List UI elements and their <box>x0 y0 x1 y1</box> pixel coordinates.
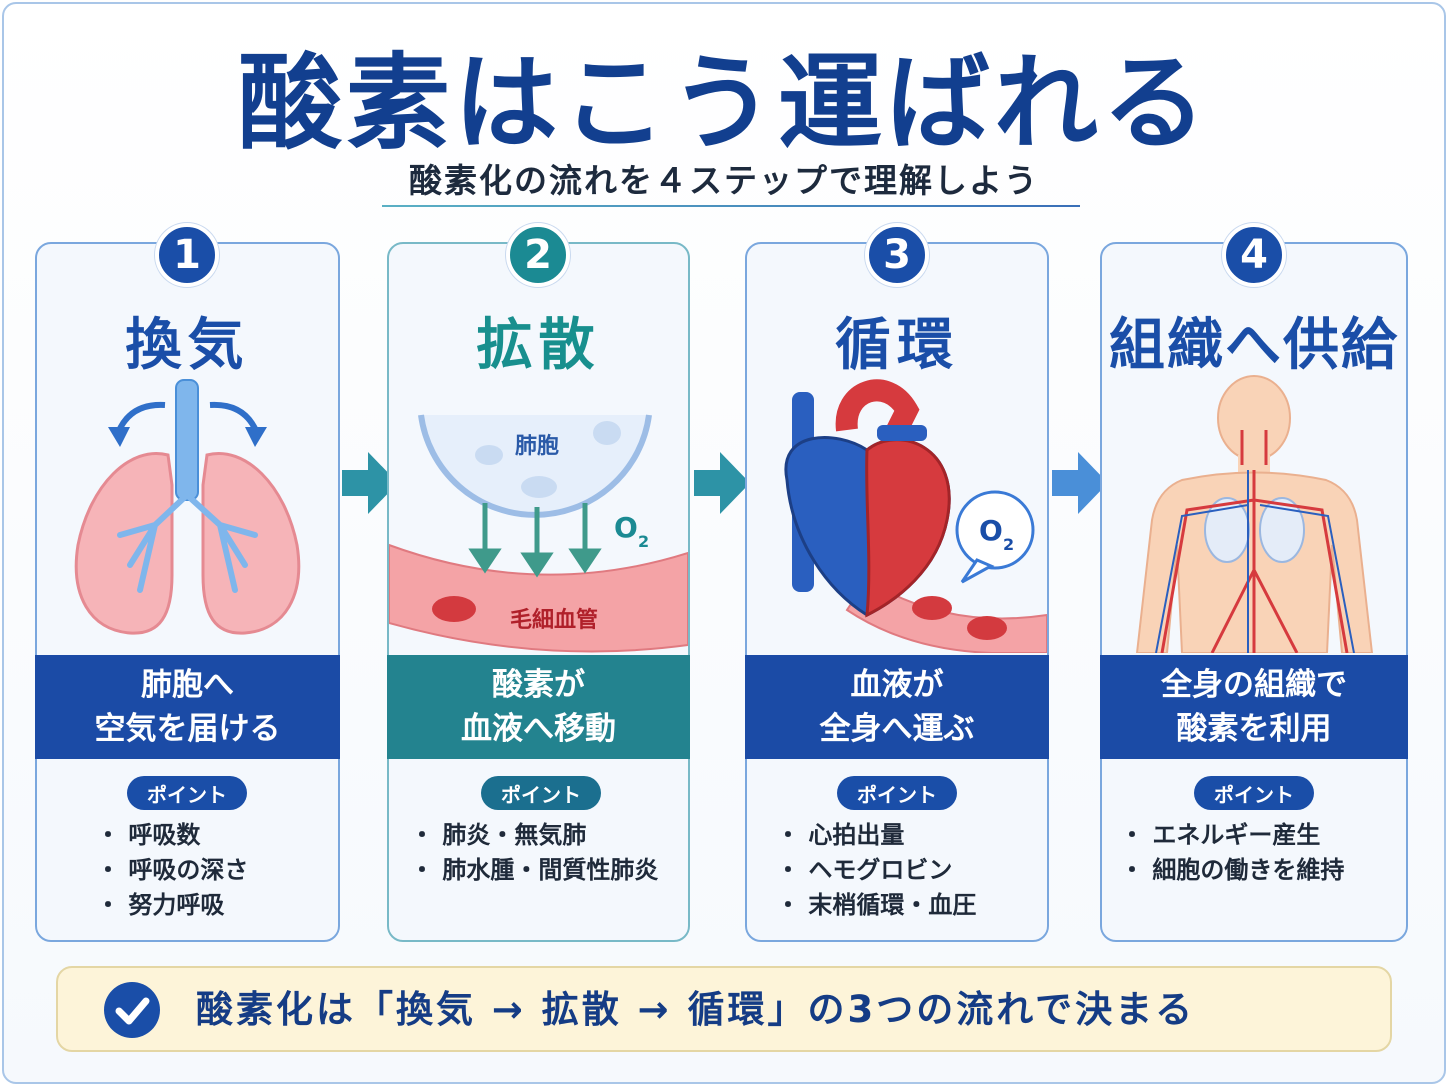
alveolus-capillary-illustration: 肺胞 毛細血管 O 2 <box>389 414 688 653</box>
red-blood-cell <box>967 616 1007 640</box>
summary-line-2: 血液へ移動 <box>461 711 616 747</box>
list-item: ・ 心拍出量 <box>776 821 905 849</box>
summary-line-1: 酸素が <box>492 667 585 703</box>
list-item: ・ 末梢循環・血圧 <box>776 891 977 919</box>
o2-diffusion-arrows-icon <box>468 503 602 578</box>
step-number-badge-4: 4 <box>1222 223 1286 287</box>
step-summary-circulation: 血液が 全身へ運ぶ <box>745 655 1049 759</box>
point-label-pill: ポイント <box>481 776 601 810</box>
alveolus-cell <box>521 476 557 498</box>
capillary-label: 毛細血管 <box>510 607 598 633</box>
alveolus-label: 肺胞 <box>515 433 559 459</box>
red-blood-cell <box>912 596 952 620</box>
point-list-circulation: ・ 心拍出量 ・ ヘモグロビン ・ 末梢循環・血圧 <box>776 818 976 923</box>
head-shape <box>1217 375 1291 461</box>
list-item: ・ エネルギー産生 <box>1120 821 1321 849</box>
step-title-tissue-supply: 組織へ供給 <box>1109 313 1399 378</box>
list-item: ・ ヘモグロビン <box>776 856 953 884</box>
step-number-badge-1: 1 <box>155 223 219 287</box>
page-subtitle: 酸素化の流れを４ステップで理解しよう <box>409 161 1039 200</box>
summary-line-2: 空気を届ける <box>94 711 281 747</box>
left-lung-shape <box>74 452 174 635</box>
point-label-pill: ポイント <box>1194 776 1314 810</box>
list-item: ・ 肺炎・無気肺 <box>410 821 587 849</box>
point-list-ventilation: ・ 呼吸数 ・ 呼吸の深さ ・ 努力呼吸 <box>96 818 248 923</box>
right-lung-shape <box>1259 497 1305 563</box>
step-number-badge-3: 3 <box>865 223 929 287</box>
o2-subscript: 2 <box>638 532 649 551</box>
step-title-diffusion: 拡散 <box>476 313 601 378</box>
list-item: ・ 呼吸数 <box>96 821 201 849</box>
flow-arrow-icon <box>694 452 750 514</box>
summary-line-1: 血液が <box>850 667 944 703</box>
step-summary-diffusion: 酸素が 血液へ移動 <box>387 655 690 759</box>
step-summary-ventilation: 肺胞へ 空気を届ける <box>35 655 340 759</box>
trachea-shape <box>175 379 199 501</box>
o2-bubble-icon <box>955 490 1035 570</box>
check-icon <box>104 982 160 1038</box>
o2-bubble-tail <box>960 558 995 584</box>
pulmonary-artery-shape <box>877 425 927 441</box>
list-item: ・ 細胞の働きを維持 <box>1120 856 1345 884</box>
human-body-illustration <box>1135 375 1374 653</box>
summary-line-1: 肺胞へ <box>141 667 234 703</box>
point-label-pill: ポイント <box>837 776 957 810</box>
list-item: ・ 努力呼吸 <box>96 891 225 919</box>
bronchi-shape <box>117 492 258 593</box>
lungs-illustration <box>74 379 301 635</box>
point-list-tissue-supply: ・ エネルギー産生 ・ 細胞の働きを維持 <box>1120 818 1344 888</box>
summary-line-2: 全身へ運ぶ <box>819 711 975 747</box>
flow-arrow-icon <box>1052 452 1108 514</box>
veins-shape <box>1155 470 1355 653</box>
step-summary-tissue-supply: 全身の組織で 酸素を利用 <box>1100 655 1408 759</box>
arteries-shape <box>1160 430 1349 653</box>
alveolus-cell <box>593 421 621 445</box>
red-blood-cell <box>432 596 476 622</box>
air-arrowhead-left-icon <box>108 427 130 447</box>
summary-line-2: 酸素を利用 <box>1176 711 1332 747</box>
step-title-ventilation: 換気 <box>125 313 250 378</box>
o2-label: O <box>979 514 1003 547</box>
summary-line-1: 全身の組織で <box>1161 667 1347 703</box>
point-label-pill: ポイント <box>127 776 247 810</box>
list-item: ・ 肺水腫・間質性肺炎 <box>410 856 659 884</box>
o2-label: O <box>614 511 638 544</box>
point-list-diffusion: ・ 肺炎・無気肺 ・ 肺水腫・間質性肺炎 <box>410 818 658 888</box>
right-lung-shape <box>201 452 301 635</box>
alveolus-cell <box>475 445 503 465</box>
subtitle-underline <box>382 205 1080 207</box>
heart-left-side-shape <box>865 438 951 618</box>
air-arrowhead-right-icon <box>245 427 267 447</box>
flow-arrow-icon <box>342 452 398 514</box>
step-title-circulation: 循環 <box>835 313 959 378</box>
o2-subscript: 2 <box>1003 535 1014 554</box>
list-item: ・ 呼吸の深さ <box>96 856 249 884</box>
heart-illustration: O 2 <box>784 379 1047 653</box>
page-title: 酸素はこう運ばれる <box>237 42 1210 164</box>
summary-footer: 酸素化は「換気 → 拡散 → 循環」の3つの流れで決まる <box>56 966 1392 1052</box>
step-number-badge-2: 2 <box>506 223 570 287</box>
capillary-shape <box>389 543 688 653</box>
aorta-shape <box>835 379 920 435</box>
footer-summary-text: 酸素化は「換気 → 拡散 → 循環」の3つの流れで決まる <box>196 988 1196 1031</box>
